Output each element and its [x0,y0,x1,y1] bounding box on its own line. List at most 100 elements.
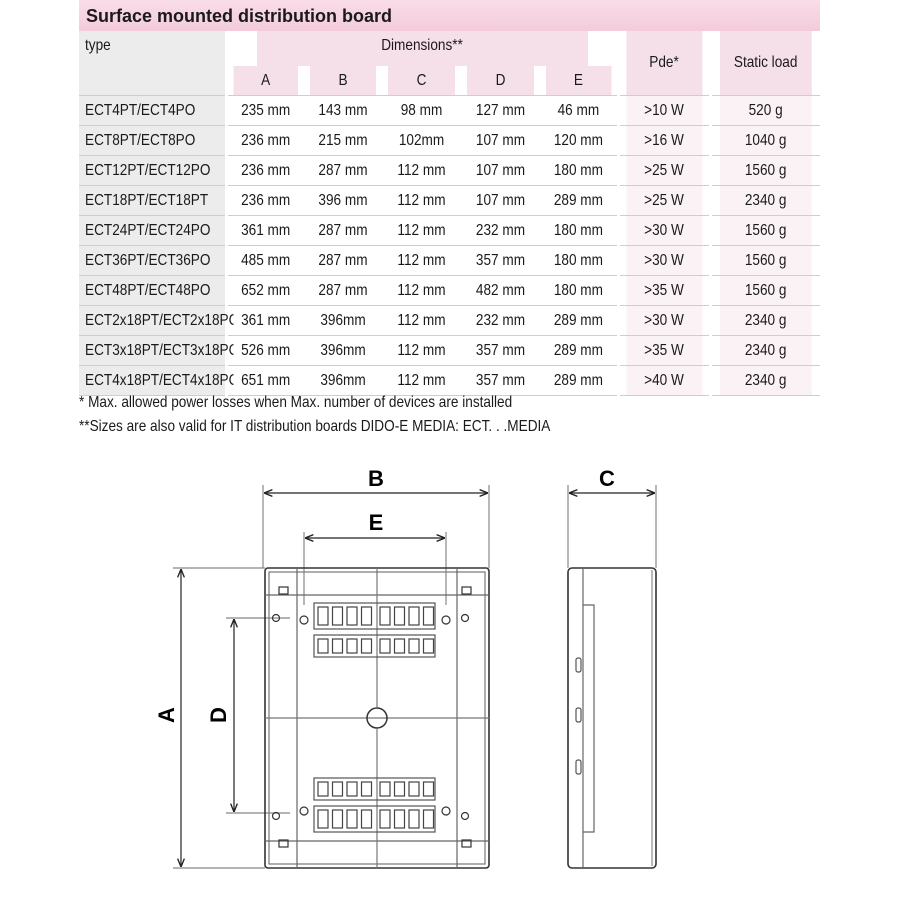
b-cell: 215 mm [309,125,377,156]
load-cell: 2340 g [717,185,812,216]
pde-header: Pde* [623,31,704,96]
a-cell: 526 mm [230,335,299,366]
module-slot [379,606,391,626]
d-cell: 107 mm [466,125,535,156]
board-side-outline [567,567,657,869]
module-slot [408,638,420,654]
type-cell: ECT18PT/ECT18PT [79,185,226,216]
c-cell: 112 mm [387,275,456,306]
a-cell: 652 mm [230,275,299,306]
module-slot [317,638,329,654]
e-cell: 289 mm [545,365,613,396]
load-cell: 1560 g [717,155,812,186]
pde-cell: >25 W [623,155,704,186]
latch-icon [278,586,289,595]
pde-cell: >35 W [623,335,704,366]
latch-icon [278,839,289,848]
bottom-rail-upper [313,777,436,801]
pde-cell: >30 W [623,245,704,276]
dimensions-header: Dimensions** [254,31,589,66]
d-cell: 482 mm [466,275,535,306]
page-title: Surface mounted distribution board [86,6,393,26]
label-d: D [206,707,231,723]
d-cell: 127 mm [466,95,535,126]
module-slot [346,809,358,829]
label-e: E [369,510,384,535]
load-cell: 2340 g [717,365,812,396]
e-cell: 289 mm [545,335,613,366]
footnote-power-losses: * Max. allowed power losses when Max. nu… [79,394,513,411]
dimensions-table: type Dimensions** Pde* Static load A B C… [79,31,820,396]
d-cell: 357 mm [466,365,535,396]
b-cell: 287 mm [309,245,377,276]
dimension-drawing: B E C A D [154,466,657,869]
load-cell: 1560 g [717,215,812,246]
col-c-header: C [387,66,456,96]
latch-icon [461,839,472,848]
load-cell: 1560 g [717,245,812,276]
c-cell: 112 mm [387,185,456,216]
a-cell: 361 mm [230,215,299,246]
module-slot [422,606,435,626]
b-cell: 396mm [309,335,377,366]
c-cell: 112 mm [387,365,456,396]
col-a-header: A [230,66,299,96]
module-slot [393,606,406,626]
type-cell: ECT4PT/ECT4PO [79,95,226,126]
title-bar: Surface mounted distribution board [79,0,820,31]
b-cell: 287 mm [309,275,377,306]
module-slot [317,809,329,829]
c-cell: 112 mm [387,245,456,276]
e-cell: 120 mm [545,125,613,156]
type-cell: ECT8PT/ECT8PO [79,125,226,156]
module-slot [346,781,358,797]
e-cell: 289 mm [545,185,613,216]
top-rail-upper [313,602,436,630]
type-cell: ECT24PT/ECT24PO [79,215,226,246]
type-cell: ECT36PT/ECT36PO [79,245,226,276]
c-cell: 112 mm [387,215,456,246]
center-knockout [366,707,388,729]
screw-icon [299,615,309,625]
latch-icon [461,586,472,595]
module-slot [408,606,420,626]
a-cell: 651 mm [230,365,299,396]
c-cell: 102mm [387,125,456,156]
b-cell: 287 mm [309,215,377,246]
module-slot [408,809,420,829]
type-cell: ECT12PT/ECT12PO [79,155,226,186]
module-slot [422,638,435,654]
module-slot [331,606,344,626]
table-subheader-row: A B C D E [79,66,820,96]
module-slot [360,638,373,654]
c-cell: 112 mm [387,155,456,186]
module-slot [360,781,373,797]
module-slot [379,809,391,829]
module-slot [422,781,435,797]
top-rail-lower [313,634,436,658]
type-header: type [79,31,226,96]
module-slot [346,606,358,626]
pde-cell: >40 W [623,365,704,396]
d-cell: 357 mm [466,245,535,276]
b-cell: 287 mm [309,155,377,186]
pde-cell: >25 W [623,185,704,216]
static-load-header: Static load [717,31,812,96]
footnote-sizes: **Sizes are also valid for IT distributi… [79,418,551,435]
module-slot [331,638,344,654]
module-slot [379,638,391,654]
module-slot [393,638,406,654]
pde-cell: >10 W [623,95,704,126]
type-cell: ECT48PT/ECT48PO [79,275,226,306]
c-cell: 98 mm [387,95,456,126]
screw-icon [460,811,470,821]
type-cell: ECT4x18PT/ECT4x18PO [79,365,239,396]
